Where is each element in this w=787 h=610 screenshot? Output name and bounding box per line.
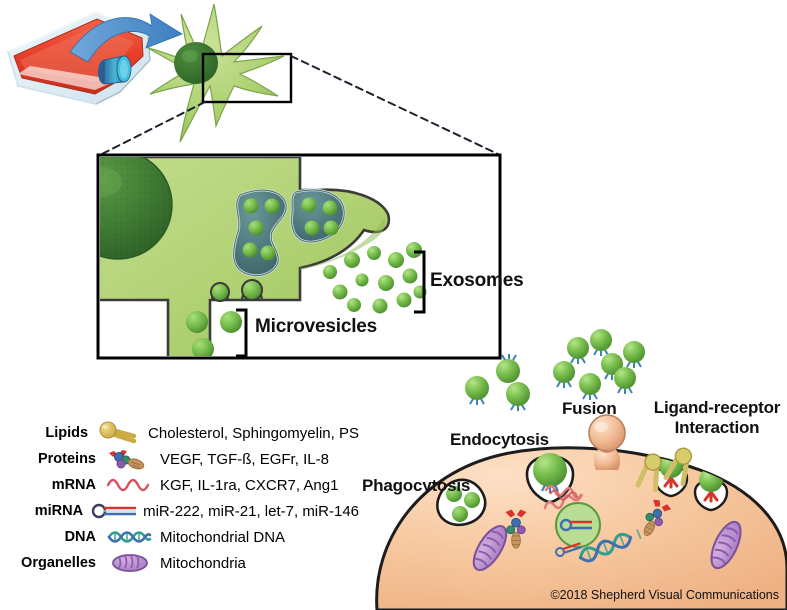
legend-label-organelles: Organelles bbox=[21, 555, 96, 571]
internal-mrna-icon bbox=[543, 484, 584, 510]
fusion-site bbox=[588, 414, 626, 470]
legend-row-mrna: mRNA KGF, IL-1ra, CXCR7, Ang1 bbox=[14, 472, 359, 498]
flask-cap-icon bbox=[98, 55, 132, 85]
membrane-receptors bbox=[635, 447, 693, 493]
exosomes-bracket bbox=[414, 250, 426, 314]
traveling-exosomes bbox=[465, 329, 645, 411]
legend-label-lipids: Lipids bbox=[45, 425, 89, 441]
fusion-label: Fusion bbox=[562, 399, 617, 418]
released-exosomes bbox=[323, 242, 427, 314]
legend-label-dna: DNA bbox=[64, 529, 96, 545]
legend-contents-lipids: Cholesterol, Sphingomyelin, PS bbox=[148, 424, 359, 442]
ligand-receptor-label-line1: Ligand-receptor bbox=[653, 398, 781, 417]
legend-contents-dna: Mitochondrial DNA bbox=[160, 528, 286, 546]
legend-row-organelles: Organelles Mitochondria bbox=[14, 550, 359, 576]
phagocytosis-site bbox=[436, 478, 487, 527]
microvesicles-label: Microvesicles bbox=[255, 316, 378, 337]
legend-row-mirna: miRNA miR-222, miR-21, let-7, miR-146 bbox=[14, 498, 359, 524]
callout-leader-lines bbox=[99, 55, 501, 156]
mirna-icon bbox=[91, 498, 139, 524]
lipid-icon bbox=[96, 420, 144, 446]
legend-contents-mirna: miR-222, miR-21, let-7, miR-146 bbox=[143, 502, 359, 520]
budding-microvesicles bbox=[210, 279, 264, 302]
cargo-legend: Lipids Cholesterol, Sphingomyelin, PS Pr… bbox=[14, 420, 359, 576]
endocytosis-label: Endocytosis bbox=[450, 430, 549, 449]
internal-protein-right bbox=[643, 499, 672, 536]
mvb-vesicles-2 bbox=[301, 197, 339, 236]
mitochondria-icon bbox=[104, 550, 156, 576]
endocytosis-site bbox=[525, 453, 575, 504]
ligand-receptor-label: Ligand-receptor Interaction bbox=[651, 398, 783, 438]
legend-row-lipids: Lipids Cholesterol, Sphingomyelin, PS bbox=[14, 420, 359, 446]
internal-dna-icon bbox=[578, 529, 642, 563]
internal-mitochondrion-right bbox=[710, 520, 742, 570]
ligand-receptor-label-line2: Interaction bbox=[674, 418, 760, 437]
internal-mitochondrion-left bbox=[472, 525, 508, 571]
legend-label-proteins: Proteins bbox=[37, 451, 96, 467]
mrna-icon bbox=[104, 472, 156, 498]
inset-panel bbox=[96, 153, 502, 360]
transition-arrow-icon bbox=[69, 13, 183, 63]
source-cell-illustration bbox=[147, 3, 285, 143]
internal-mirna-vesicle bbox=[555, 502, 601, 557]
legend-label-mrna: mRNA bbox=[51, 477, 96, 493]
phagocytosis-label: Phagocytosis bbox=[362, 476, 471, 495]
mvb-vesicles-1 bbox=[242, 198, 280, 261]
legend-row-dna: DNA Mitochondrial DNA bbox=[14, 524, 359, 550]
internal-protein-left bbox=[505, 509, 527, 549]
legend-contents-organelles: Mitochondria bbox=[160, 554, 246, 572]
dna-icon bbox=[104, 524, 156, 550]
legend-label-mirna: miRNA bbox=[34, 503, 84, 519]
protein-icon bbox=[104, 446, 156, 472]
exosomes-label: Exosomes bbox=[430, 270, 524, 291]
microvesicles-bracket bbox=[236, 308, 248, 358]
legend-contents-mrna: KGF, IL-1ra, CXCR7, Ang1 bbox=[160, 476, 339, 494]
recipient-cell bbox=[375, 414, 787, 610]
legend-contents-proteins: VEGF, TGF-ß, EGFr, IL-8 bbox=[160, 450, 329, 468]
released-microvesicles bbox=[186, 311, 242, 356]
legend-row-proteins: Proteins VEGF, TGF-ß, EGFr, IL-8 bbox=[14, 446, 359, 472]
callout-region-box bbox=[201, 52, 293, 104]
copyright-notice: ©2018 Shepherd Visual Communications bbox=[550, 588, 779, 602]
